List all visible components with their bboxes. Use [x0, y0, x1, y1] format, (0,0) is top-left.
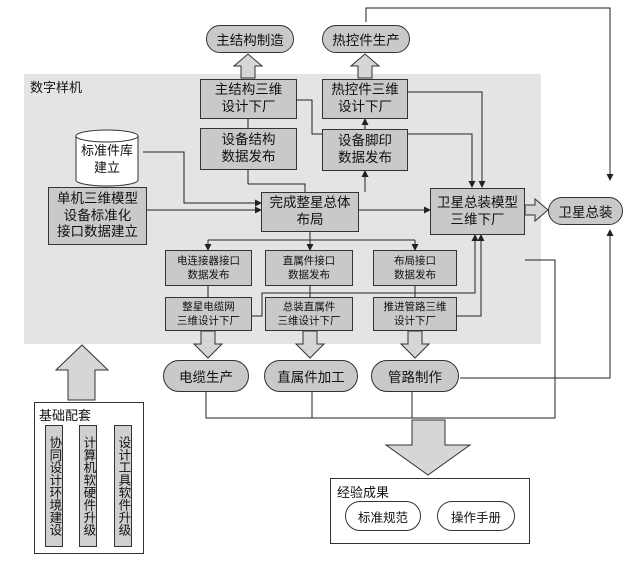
node-std-parts-db: 标准件库 建立 [80, 144, 133, 176]
node-bracket-processing: 直属件加工 [264, 360, 358, 392]
node-layout-interface: 布局接口 数据发布 [373, 250, 457, 286]
digital-prototype-title: 数字样机 [30, 81, 83, 96]
node-pipe-mfg: 管路制作 [371, 360, 459, 392]
node-thermal-production: 热控件生产 [322, 25, 410, 53]
node-main-structure-3d: 主结构三维 设计下厂 [200, 79, 297, 119]
node-satellite-assembly: 卫星总装 [548, 197, 623, 225]
node-equip-struct-release: 设备结构 数据发布 [200, 128, 297, 170]
node-bracket-3d: 总装直属件 三维设计下厂 [265, 297, 353, 331]
node-thermal-3d: 热控件三维 设计下厂 [322, 79, 408, 119]
experience-item-manual: 操作手册 [437, 501, 515, 531]
foundation-item-collab: 协同设计环境建设 [45, 425, 63, 547]
foundation-title: 基础配套 [39, 409, 92, 424]
foundation-item-tools: 设计工具软件升级 [114, 425, 132, 547]
experience-title: 经验成果 [337, 486, 390, 501]
node-cable-production: 电缆生产 [163, 360, 249, 392]
node-cable-3d: 整星电缆网 三维设计下厂 [165, 297, 252, 331]
experience-panel: 经验成果 标准规范 操作手册 [330, 478, 530, 544]
foundation-panel: 基础配套 协同设计环境建设 计算机软硬件升级 设计工具软件升级 [34, 402, 144, 554]
node-main-structure-mfg: 主结构制造 [206, 25, 294, 53]
node-equip-footprint-release: 设备脚印 数据发布 [322, 129, 408, 171]
node-single-3d-model: 单机三维模型 设备标准化 接口数据建立 [48, 187, 147, 245]
database-cylinder-icon [75, 129, 139, 187]
foundation-item-hardware: 计算机软硬件升级 [79, 425, 97, 547]
node-bracket-interface: 直属件接口 数据发布 [265, 250, 353, 286]
node-connector-interface: 电连接器接口 数据发布 [165, 250, 252, 286]
node-complete-layout: 完成整星总体 布局 [261, 192, 359, 232]
node-assembly-3d: 卫星总装模型 三维下厂 [430, 188, 525, 235]
node-pipe-3d: 推进管路三维 设计下厂 [373, 297, 457, 331]
experience-item-standards: 标准规范 [345, 501, 421, 531]
